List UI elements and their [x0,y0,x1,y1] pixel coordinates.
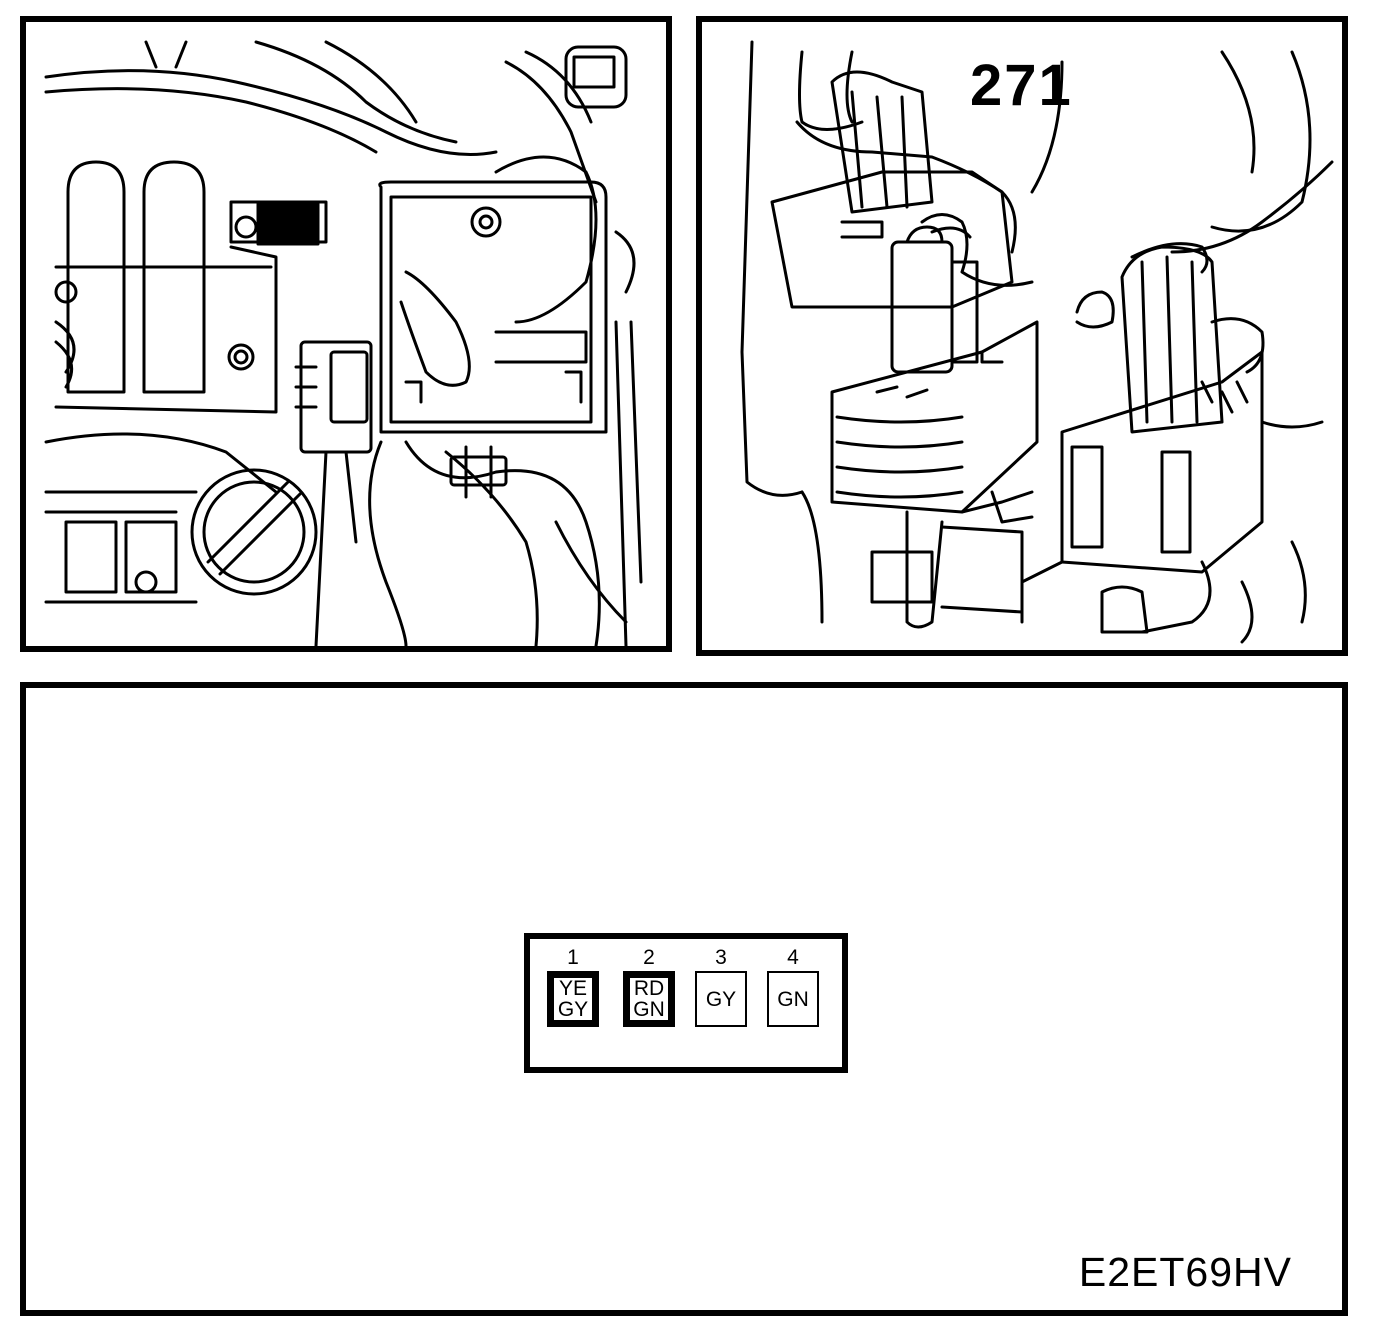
callout-number: 271 [970,53,1073,118]
engine-bay-illustration [44,40,643,646]
pin-wire-color: GN [777,987,809,1011]
pin-wire-color: YE GY [557,977,589,1021]
pin-number: 1 [567,946,579,969]
pin-4: 4 GN [762,947,824,1027]
pin-wire-box: RD GN [623,971,675,1027]
pin-number: 2 [643,946,655,969]
pin-number: 3 [715,946,727,969]
figure-code: E2ET69HV [1078,1249,1292,1295]
engine-bay-panel [20,16,672,652]
connector-closeup-illustration [740,40,1334,644]
pin-wire-color: GY [705,987,737,1011]
connector-pinout: 1 YE GY 2 RD GN 3 GY 4 GN [524,933,848,1073]
pin-wire-color: RD GN [633,977,665,1021]
pin-number: 4 [787,946,799,969]
pin-3: 3 GY [690,947,752,1027]
pin-wire-box: GN [767,971,819,1027]
pin-wire-box: GY [695,971,747,1027]
pinout-panel: 1 YE GY 2 RD GN 3 GY 4 GN E2ET69HV [20,682,1348,1316]
pin-wire-box: YE GY [547,971,599,1027]
pin-1: 1 YE GY [542,947,604,1027]
connector-closeup-panel: 271 [696,16,1348,656]
pin-2: 2 RD GN [618,947,680,1027]
